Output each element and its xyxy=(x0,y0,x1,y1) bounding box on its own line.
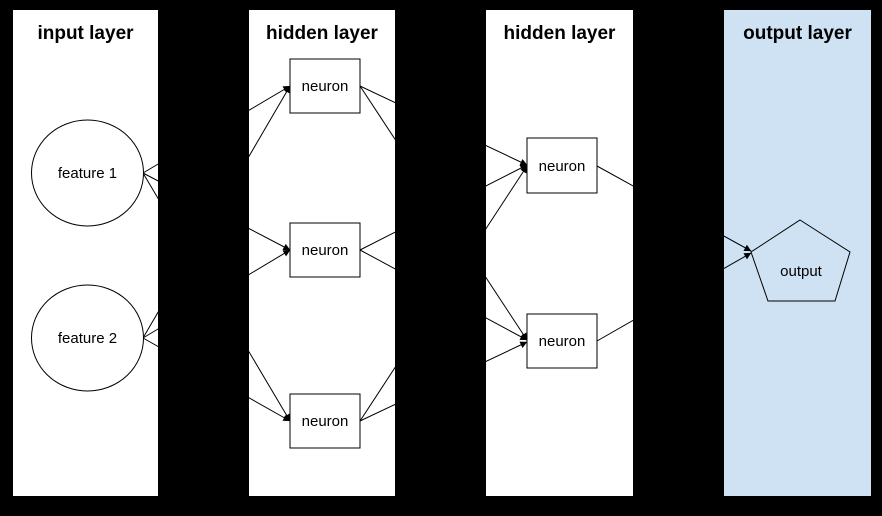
node-hidden1-neuron-2-label: neuron xyxy=(302,242,349,259)
node-hidden1-neuron-1 xyxy=(289,58,361,114)
layer-title-hidden-1: hidden layer xyxy=(266,23,379,44)
node-output-label: output xyxy=(780,263,823,280)
edge-feature2-h1n2 xyxy=(142,249,291,339)
node-hidden1-neuron-3 xyxy=(289,393,361,449)
node-hidden1-neuron-2 xyxy=(289,222,361,278)
node-output xyxy=(750,219,851,302)
edge-h2n2-output xyxy=(596,252,752,342)
node-hidden1-neuron-3-label: neuron xyxy=(302,413,349,430)
node-feature-1-label: feature 1 xyxy=(58,165,117,182)
layer-title-input: input layer xyxy=(37,23,134,44)
node-hidden1-neuron-1-label: neuron xyxy=(302,78,349,95)
node-feature-2-label: feature 2 xyxy=(58,330,117,347)
node-hidden2-neuron-1-label: neuron xyxy=(539,158,586,175)
edge-h2n1-output xyxy=(596,165,752,252)
layer-title-output: output layer xyxy=(743,23,852,44)
edge-feature1-h1n3 xyxy=(142,172,291,422)
node-hidden2-neuron-2 xyxy=(526,313,598,369)
node-hidden2-neuron-1 xyxy=(526,137,598,194)
edge-h1n2-h2n1 xyxy=(359,164,528,251)
edge-feature2-h1n1 xyxy=(142,85,291,339)
edge-h1n2-h2n2 xyxy=(359,249,528,341)
node-hidden2-neuron-2-label: neuron xyxy=(539,333,586,350)
edge-feature2-h1n3 xyxy=(142,337,291,422)
edge-h1n3-h2n1 xyxy=(359,165,528,422)
edge-feature1-h1n1 xyxy=(142,85,291,174)
node-feature-2 xyxy=(31,284,144,392)
node-feature-1 xyxy=(31,119,144,227)
layer-title-hidden-2: hidden layer xyxy=(504,23,617,44)
edge-h1n3-h2n2 xyxy=(359,341,528,422)
edge-h1n1-h2n1 xyxy=(359,85,528,166)
edge-h1n1-h2n2 xyxy=(359,85,528,341)
panel-input-layer xyxy=(13,10,158,496)
panel-output-layer xyxy=(724,10,871,496)
panel-hidden-layer-2 xyxy=(486,10,633,496)
